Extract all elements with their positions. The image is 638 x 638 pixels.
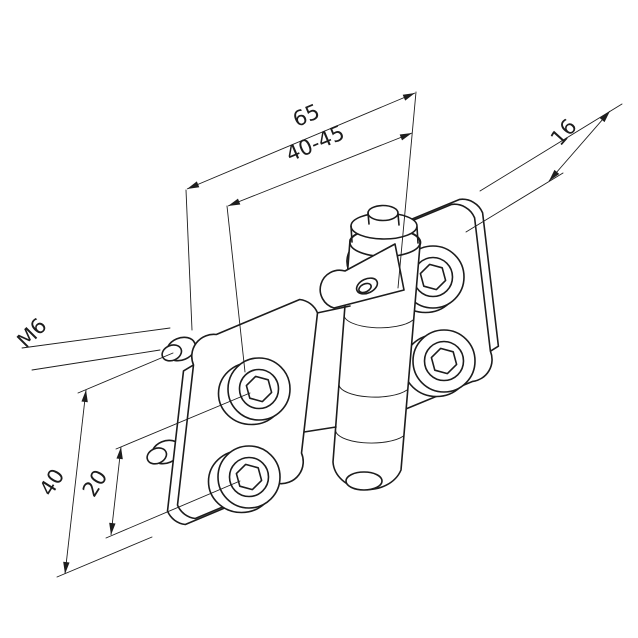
hex-socket-icon	[430, 347, 458, 375]
pin-head-side	[397, 213, 400, 226]
screw-left-upper	[217, 357, 291, 426]
extension-line	[226, 205, 246, 373]
barrel-cap-side	[350, 225, 353, 243]
leader-line	[21, 327, 171, 349]
dimension-line	[548, 110, 611, 182]
extension-line	[56, 536, 153, 578]
dimension-label-adjustable-width: 40-45	[282, 121, 348, 167]
thread-callout: M6	[12, 313, 171, 371]
screw-head	[217, 445, 281, 509]
knuckle-connector	[316, 305, 351, 314]
thread-label: M6	[12, 313, 51, 352]
hex-socket-icon	[419, 263, 447, 291]
right-plate	[346, 198, 500, 418]
dimension-label-plate-height: 40	[35, 465, 70, 500]
lug-outline	[319, 243, 405, 309]
hinge-barrel	[332, 204, 422, 491]
dimension-plate-height: 40	[35, 352, 174, 578]
barrel-joint-line-3	[335, 429, 404, 444]
m6-screw-end-cap	[146, 447, 168, 465]
barrel-bottom-tip	[345, 471, 383, 491]
barrel-cap-side	[416, 226, 419, 244]
hex-socket-icon	[245, 375, 273, 403]
screw-head-chamfer	[228, 456, 270, 498]
screw-head-chamfer	[238, 368, 280, 410]
extension-line	[105, 480, 241, 539]
dimension-line	[63, 389, 88, 575]
screw-head	[412, 329, 476, 393]
dimension-line	[109, 446, 123, 536]
extension-line	[115, 392, 251, 450]
screw-head	[227, 357, 291, 421]
screw-left-lower	[207, 445, 281, 514]
left-plate	[166, 298, 351, 526]
hinge-pin-head	[367, 204, 399, 222]
extension-line	[479, 103, 623, 192]
dimension-line	[227, 132, 413, 207]
dimension-label-hole-spacing: 20	[78, 466, 113, 501]
screw-head-chamfer	[423, 340, 465, 382]
extension-line	[185, 189, 193, 331]
hinge-lug	[319, 243, 405, 309]
screw-right-lower	[402, 329, 476, 398]
pin-head-side	[367, 212, 370, 225]
knuckle-connector	[303, 426, 337, 433]
extension-line	[465, 172, 564, 233]
barrel-joint-line-1	[343, 314, 414, 329]
dimension-label-overall-width: 65	[289, 99, 323, 132]
pin-hole	[355, 277, 379, 295]
barrel-joint-line-2	[338, 384, 408, 398]
m6-screw-end-cap	[161, 344, 183, 362]
extension-line	[77, 352, 174, 394]
leader-line	[31, 349, 161, 371]
pin-hole-inner	[358, 282, 372, 294]
dimension-label-depth: 16	[546, 114, 582, 150]
hex-socket-icon	[235, 463, 263, 491]
dimension-depth: 16	[465, 103, 623, 233]
